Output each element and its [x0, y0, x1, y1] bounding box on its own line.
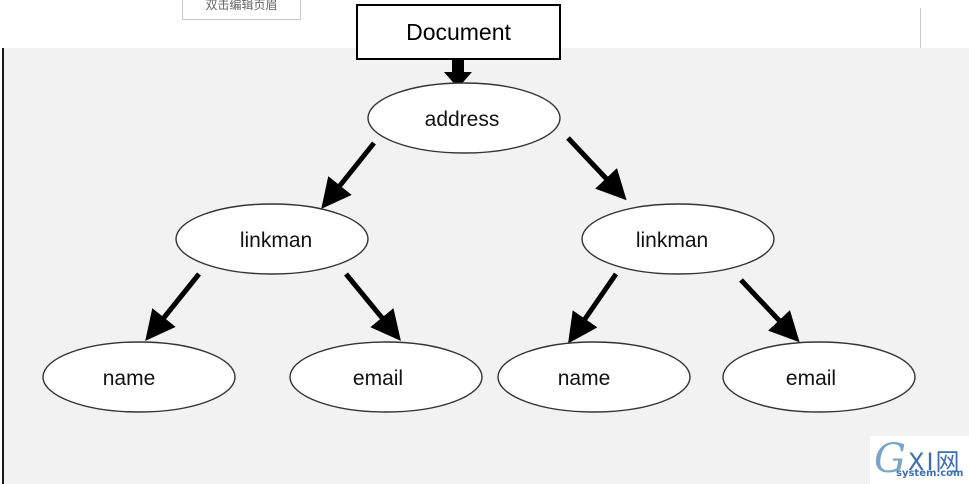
node-address: address — [367, 82, 561, 154]
node-linkman-left: linkman — [175, 203, 369, 275]
svg-text:email: email — [353, 367, 403, 390]
exit-header-edit-button[interactable]: 双击编辑页眉 — [182, 0, 301, 20]
svg-text:name: name — [558, 367, 611, 390]
svg-text:linkman: linkman — [636, 229, 708, 252]
node-email-left: email — [289, 341, 483, 413]
edge-linkman-left-email-left — [344, 272, 401, 341]
node-name-right: name — [497, 341, 691, 413]
svg-text:address: address — [425, 108, 500, 131]
node-email-right: email — [722, 341, 916, 413]
site-watermark: G XI网 system.com — [870, 436, 969, 484]
edge-address-linkman-left — [321, 141, 376, 209]
svg-text:name: name — [103, 367, 156, 390]
header-right-divider — [920, 8, 921, 48]
root-document-box: Document — [356, 4, 561, 60]
edge-linkman-right-name-right — [568, 272, 619, 344]
watermark-g: G — [874, 436, 906, 482]
edge-linkman-left-name-left — [145, 272, 201, 341]
svg-text:email: email — [786, 367, 836, 390]
watermark-xi: XI网 — [908, 448, 962, 476]
edge-linkman-right-email-right — [739, 278, 800, 343]
node-name-left: name — [42, 341, 236, 413]
watermark-site: system.com — [896, 468, 964, 479]
svg-text:linkman: linkman — [240, 229, 312, 252]
node-linkman-right: linkman — [581, 203, 775, 275]
edge-document-address — [444, 56, 472, 88]
edge-address-linkman-right — [566, 136, 627, 201]
page-left-border — [2, 48, 4, 484]
